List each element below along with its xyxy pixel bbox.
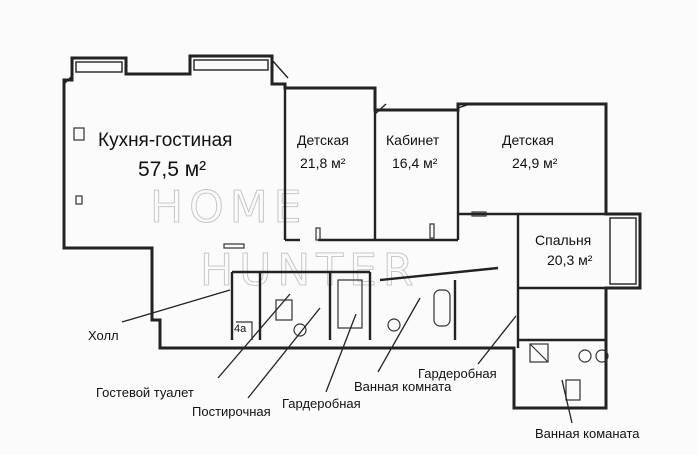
kids1-name: Детская (297, 132, 349, 148)
kids1-area: 21,8 м² (300, 155, 346, 171)
study-name: Кабинет (386, 132, 440, 148)
bay-windows (63, 59, 637, 285)
bedroom-area: 20,3 м² (547, 252, 593, 268)
watermark-line1: HOME (150, 182, 307, 233)
callout-hall: Холл (88, 328, 119, 343)
small-room-label: 4a (234, 323, 247, 335)
study-area: 16,4 м² (392, 155, 438, 171)
callout-guest-wc: Гостевой туалет (96, 385, 194, 400)
callout-wardrobe2: Гардеробная (418, 366, 497, 381)
fixtures (73, 127, 609, 401)
kids2-area: 24,9 м² (512, 155, 558, 171)
kitchen-area: 57,5 м² (138, 158, 206, 181)
callout-bath2: Ванная команата (535, 426, 640, 441)
watermark-line2: HUNTER (200, 245, 419, 296)
callout-bath1: Ванная комната (354, 379, 452, 394)
callout-laundry: Постирочная (192, 404, 271, 419)
bedroom-name: Спальня (535, 232, 591, 248)
kids2-name: Детская (502, 132, 554, 148)
callout-lines (121, 289, 573, 424)
callout-wardrobe1: Гардеробная (282, 396, 361, 411)
kitchen-name: Кухня-гостиная (98, 130, 232, 151)
interior-walls (230, 88, 606, 348)
